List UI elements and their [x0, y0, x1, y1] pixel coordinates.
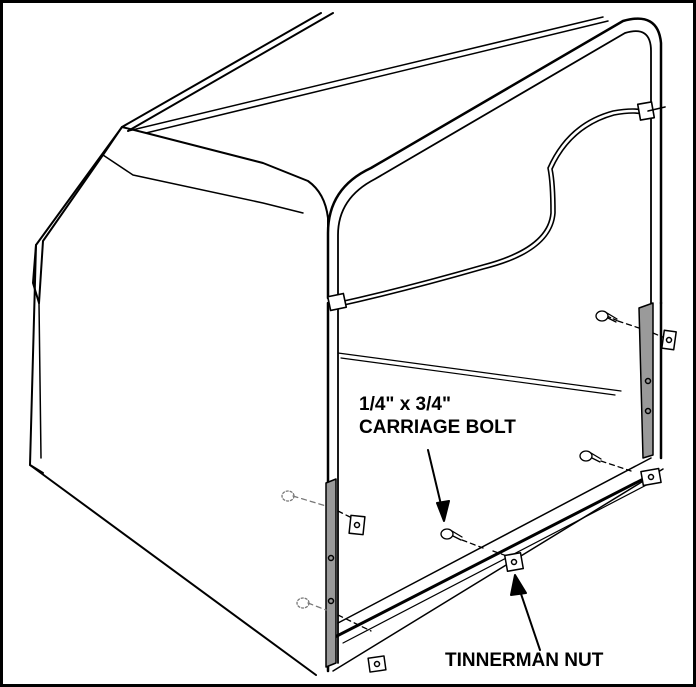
- carriage-bolt-upper-right: [596, 311, 665, 338]
- carriage-bolts: [282, 311, 665, 631]
- bolt-callout-arrow: [428, 450, 449, 521]
- nut-callout-arrow: [511, 575, 540, 650]
- assembly-drawing: [3, 3, 693, 684]
- callout-arrows: [428, 450, 540, 650]
- right-bracket: [639, 303, 653, 458]
- tinnerman-nut-front-floor: [505, 553, 524, 572]
- carriage-bolt-front-floor: [441, 529, 515, 559]
- carriage-bolt-name-text: CARRIAGE BOLT: [359, 416, 516, 439]
- carriage-bolt-label: 1/4" x 3/4" CARRIAGE BOLT: [359, 393, 516, 439]
- tinnerman-nut-right-upper: [662, 330, 676, 349]
- left-bracket: [326, 479, 336, 667]
- tinnerman-nut-left-upper: [349, 515, 365, 534]
- carriage-bolt-rear-floor: [580, 451, 631, 471]
- carriage-bolt-size-text: 1/4" x 3/4": [359, 393, 516, 416]
- cover-shell: [30, 13, 333, 675]
- tinnerman-nut-right-floor: [641, 469, 661, 486]
- tinnerman-nut-left-lower: [368, 656, 386, 672]
- tinnerman-nut-label: TINNERMAN NUT: [445, 649, 603, 672]
- wire-harness: [328, 102, 665, 311]
